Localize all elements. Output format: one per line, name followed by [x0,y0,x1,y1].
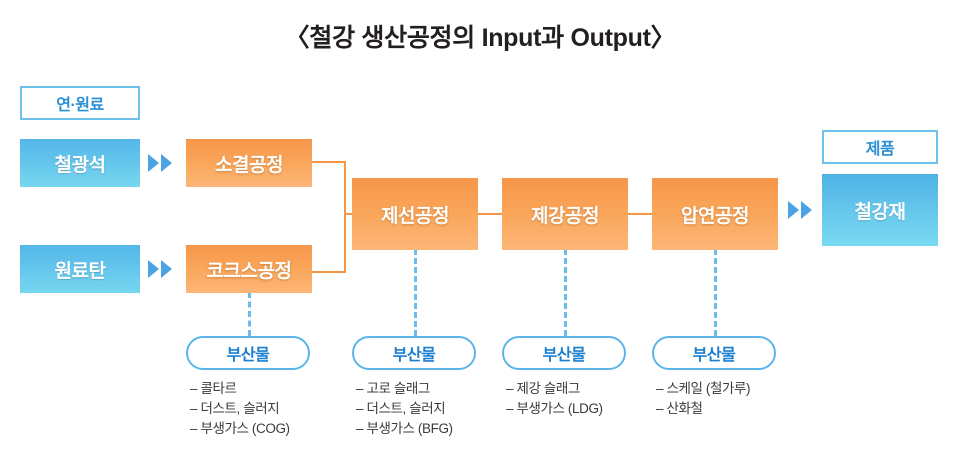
byproduct-list: 고로 슬래그 더스트, 슬러지 부생가스 (BFG) [324,379,504,439]
byproduct-pill: 부산물 [352,336,476,370]
output-box-steel-product: 철강재 [822,174,938,246]
connector-merge-to-ironmaking [344,213,356,215]
list-item: 부생가스 (COG) [190,419,338,439]
byproduct-pill: 부산물 [186,336,310,370]
list-item: 부생가스 (BFG) [356,419,504,439]
list-item: 스케일 (철가루) [656,379,804,399]
connector-coke-to-merge [310,271,346,273]
byproduct-list: 제강 슬래그 부생가스 (LDG) [474,379,654,419]
process-box-sintering: 소결공정 [186,139,312,187]
byproduct-group: 부산물 스케일 (철가루) 산화철 [624,336,804,419]
list-item: 제강 슬래그 [506,379,654,399]
process-box-steelmaking: 제강공정 [502,178,628,250]
process-box-rolling: 압연공정 [652,178,778,250]
connector-ironmaking-to-steelmaking [476,213,504,215]
byproduct-list: 콜타르 더스트, 슬러지 부생가스 (COG) [158,379,338,439]
dashed-link-steelmaking-byproducts [564,249,567,336]
input-box-iron-ore: 철광석 [20,139,140,187]
list-item: 부생가스 (LDG) [506,399,654,419]
byproduct-group: 부산물 콜타르 더스트, 슬러지 부생가스 (COG) [158,336,338,439]
double-arrow-right-icon [148,260,172,278]
double-arrow-right-icon [788,201,812,219]
caption-feedstock: 연·원료 [20,86,140,120]
byproduct-list: 스케일 (철가루) 산화철 [624,379,804,419]
list-item: 더스트, 슬러지 [190,399,338,419]
input-box-coking-coal: 원료탄 [20,245,140,293]
dashed-link-coke-byproducts [248,292,251,336]
byproduct-group: 부산물 고로 슬래그 더스트, 슬러지 부생가스 (BFG) [324,336,504,439]
byproduct-pill: 부산물 [652,336,776,370]
dashed-link-rolling-byproducts [714,249,717,336]
connector-merge-bracket [344,161,346,273]
page-title: 〈철강 생산공정의 Input과 Output〉 [284,24,676,52]
list-item: 산화철 [656,399,804,419]
process-box-ironmaking: 제선공정 [352,178,478,250]
list-item: 콜타르 [190,379,338,399]
double-arrow-right-icon [148,154,172,172]
caption-product: 제품 [822,130,938,164]
list-item: 고로 슬래그 [356,379,504,399]
dashed-link-ironmaking-byproducts [414,249,417,336]
byproduct-group: 부산물 제강 슬래그 부생가스 (LDG) [474,336,654,419]
list-item: 더스트, 슬러지 [356,399,504,419]
byproduct-pill: 부산물 [502,336,626,370]
process-box-coke: 코크스공정 [186,245,312,293]
connector-steelmaking-to-rolling [626,213,654,215]
connector-sintering-to-merge [310,161,346,163]
